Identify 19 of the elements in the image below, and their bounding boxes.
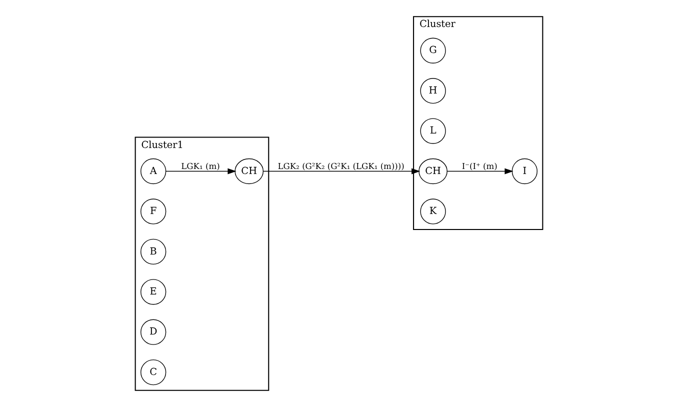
- edge-label: LGK₂ (G²K₂ (G²K₁ (LGK₁ (m)))): [278, 160, 404, 171]
- node-circle: E: [140, 279, 166, 305]
- node-circle: F: [140, 198, 166, 224]
- node-circle: H: [420, 78, 446, 104]
- node-circle: C: [140, 359, 166, 386]
- edge-label: LGK₁ (m): [181, 160, 220, 171]
- node-circle: K: [420, 198, 446, 224]
- node-circle: A: [140, 158, 166, 184]
- node-circle: G: [420, 38, 446, 64]
- node-circle: B: [140, 238, 166, 264]
- arrow: [446, 168, 514, 174]
- node-ellipse: CH: [234, 158, 264, 184]
- node-circle: D: [140, 319, 166, 345]
- node-circle: I: [512, 158, 538, 184]
- node-ellipse: CH: [418, 158, 448, 184]
- node-circle: L: [420, 118, 446, 144]
- edge-label: I⁻(I⁺ (m): [462, 160, 498, 171]
- arrow: [166, 168, 236, 174]
- arrow: [262, 168, 420, 174]
